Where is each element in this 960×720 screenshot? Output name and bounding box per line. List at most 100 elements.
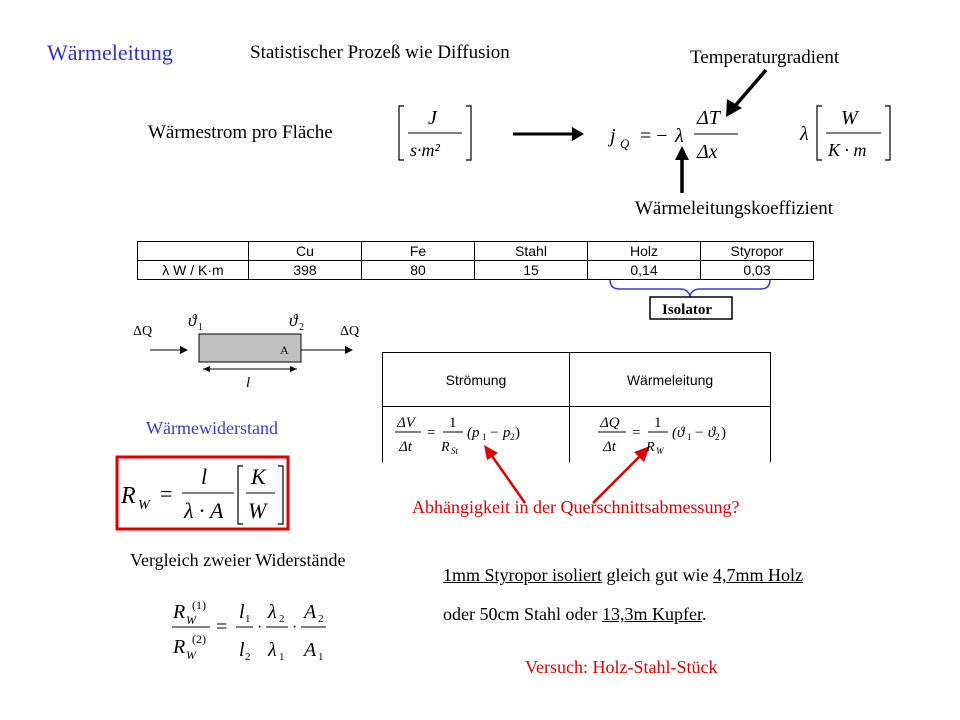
svg-text:2: 2 bbox=[279, 613, 285, 625]
lambda-unit-bracket: λ W K · m bbox=[799, 105, 891, 161]
svg-text:ϑ: ϑ bbox=[188, 311, 198, 330]
svg-text:λ: λ bbox=[267, 601, 277, 623]
material-stahl: Stahl bbox=[474, 241, 588, 261]
svg-text:ϑ: ϑ bbox=[289, 311, 299, 330]
row-label: λ W / K·m bbox=[137, 260, 249, 280]
svg-text:A: A bbox=[302, 601, 317, 623]
svg-text:λ · A: λ · A bbox=[183, 498, 224, 523]
table-row: λ W / K·m 398 80 15 0,14 0,03 bbox=[137, 260, 814, 280]
svg-text:l: l bbox=[201, 464, 207, 489]
material-cu: Cu bbox=[248, 241, 362, 261]
svg-text:λ: λ bbox=[267, 639, 277, 661]
svg-text:2: 2 bbox=[318, 613, 324, 625]
heat-formula-svg: ΔQ Δt = 1 R W (ϑ 1 − ϑ 2 ) bbox=[598, 415, 726, 456]
flux-unit-den: s·m² bbox=[410, 140, 441, 160]
rod-diagram: ΔQ A ΔQ ϑ 1 ϑ 2 l bbox=[133, 311, 359, 391]
resistance-formula: R W = l λ · A K W bbox=[120, 464, 284, 525]
flow-formula-svg: ΔV Δt = 1 R St (p 1 − p 2 ) bbox=[395, 415, 520, 456]
svg-text:W: W bbox=[186, 648, 197, 662]
flux-formula: j Q = − λ ΔT Δx bbox=[607, 107, 738, 163]
svg-text:·: · bbox=[292, 619, 297, 636]
flux-unit-num: J bbox=[428, 107, 438, 129]
svg-text:1: 1 bbox=[449, 415, 457, 431]
svg-text:1: 1 bbox=[687, 432, 692, 442]
coeff-label: Wärmeleitungskoeffizient bbox=[635, 198, 834, 219]
svg-text:St: St bbox=[451, 446, 459, 456]
svg-text:A: A bbox=[302, 639, 317, 661]
svg-text:A: A bbox=[280, 343, 289, 357]
svg-text:Δx: Δx bbox=[696, 141, 718, 163]
material-holz: Holz bbox=[587, 241, 701, 261]
svg-text:ΔQ: ΔQ bbox=[599, 415, 620, 431]
implies-arrow-head bbox=[572, 127, 584, 141]
svg-text:Q: Q bbox=[620, 136, 630, 151]
experiment-label: Versuch: Holz-Stahl-Stück bbox=[525, 657, 718, 677]
coeff-arrow-head bbox=[675, 146, 689, 160]
svg-text:Δt: Δt bbox=[602, 439, 617, 455]
statement-line-1: 1mm Styropor isoliert gleich gut wie 4,7… bbox=[443, 565, 803, 585]
temp-gradient-label: Temperaturgradient bbox=[690, 47, 840, 68]
svg-text:ΔT: ΔT bbox=[696, 107, 722, 129]
red-arrow-right bbox=[592, 455, 641, 504]
svg-text:W: W bbox=[186, 613, 197, 627]
svg-text:λ: λ bbox=[674, 125, 684, 147]
svg-text:=: = bbox=[632, 425, 640, 441]
svg-text:·: · bbox=[257, 619, 262, 636]
svg-text:1: 1 bbox=[654, 415, 662, 431]
svg-text:W: W bbox=[248, 498, 268, 523]
value-holz: 0,14 bbox=[587, 260, 701, 280]
svg-text:λ: λ bbox=[799, 123, 809, 145]
svg-text:= −: = − bbox=[640, 125, 668, 147]
value-styropor: 0,03 bbox=[700, 260, 814, 280]
svg-text:K: K bbox=[250, 464, 267, 489]
svg-text:(1): (1) bbox=[192, 598, 206, 612]
svg-text:R: R bbox=[172, 636, 185, 658]
svg-text:(2): (2) bbox=[192, 632, 206, 646]
svg-text:=: = bbox=[216, 616, 227, 638]
table-header-row: Cu Fe Stahl Holz Styropor bbox=[137, 241, 814, 261]
resistance-formula-box bbox=[115, 455, 290, 531]
compare-title: Vergleich zweier Widerstände bbox=[130, 550, 346, 570]
question-text: Abhängigkeit in der Querschnittsabmessun… bbox=[412, 497, 740, 517]
svg-text:2: 2 bbox=[245, 651, 251, 663]
svg-text:(ϑ: (ϑ bbox=[672, 425, 686, 441]
svg-text:=: = bbox=[427, 425, 435, 441]
svg-text:l: l bbox=[239, 639, 245, 661]
svg-text:): ) bbox=[721, 425, 726, 441]
gradient-arrow-line bbox=[733, 68, 768, 108]
svg-text:R: R bbox=[172, 601, 185, 623]
svg-text:1: 1 bbox=[279, 651, 285, 663]
svg-text:l: l bbox=[246, 375, 250, 391]
svg-text:1: 1 bbox=[482, 432, 487, 442]
svg-text:R: R bbox=[645, 440, 655, 455]
svg-text:j: j bbox=[607, 125, 616, 147]
svg-text:R: R bbox=[120, 483, 136, 509]
flow-formula: ΔV Δt = 1 R St (p 1 − p 2 ) bbox=[382, 406, 570, 462]
svg-text:2: 2 bbox=[715, 432, 720, 442]
svg-text:2: 2 bbox=[510, 432, 515, 442]
svg-text:=: = bbox=[160, 481, 172, 506]
materials-table: Cu Fe Stahl Holz Styropor λ W / K·m 398 … bbox=[137, 241, 814, 280]
flux-unit-bracket: J s·m² bbox=[398, 105, 472, 161]
heat-flux-label: Wärmestrom pro Fläche bbox=[148, 122, 333, 143]
svg-text:R: R bbox=[440, 440, 450, 455]
heat-formula: ΔQ Δt = 1 R W (ϑ 1 − ϑ 2 ) bbox=[569, 406, 771, 462]
col-stroemung: Strömung bbox=[382, 352, 570, 407]
value-cu: 398 bbox=[248, 260, 362, 280]
isolator-label: Isolator bbox=[662, 302, 712, 318]
svg-text:): ) bbox=[515, 425, 520, 441]
resistance-title: Wärmewiderstand bbox=[146, 418, 278, 438]
col-waermeleitung: Wärmeleitung bbox=[569, 352, 771, 407]
svg-text:W: W bbox=[138, 498, 151, 513]
page-title: Wärmeleitung bbox=[47, 40, 173, 65]
comparison-formula: R W (1) R W (2) = l 1 l 2 · λ 2 λ 1 · A … bbox=[172, 598, 326, 663]
value-fe: 80 bbox=[361, 260, 475, 280]
svg-text:ΔQ: ΔQ bbox=[340, 324, 359, 339]
svg-text:(p: (p bbox=[467, 425, 480, 441]
svg-text:W: W bbox=[841, 107, 860, 129]
material-fe: Fe bbox=[361, 241, 475, 261]
svg-text:K · m: K · m bbox=[827, 140, 867, 160]
svg-text:ΔV: ΔV bbox=[396, 415, 417, 431]
svg-text:− p: − p bbox=[489, 425, 511, 441]
material-styropor: Styropor bbox=[700, 241, 814, 261]
